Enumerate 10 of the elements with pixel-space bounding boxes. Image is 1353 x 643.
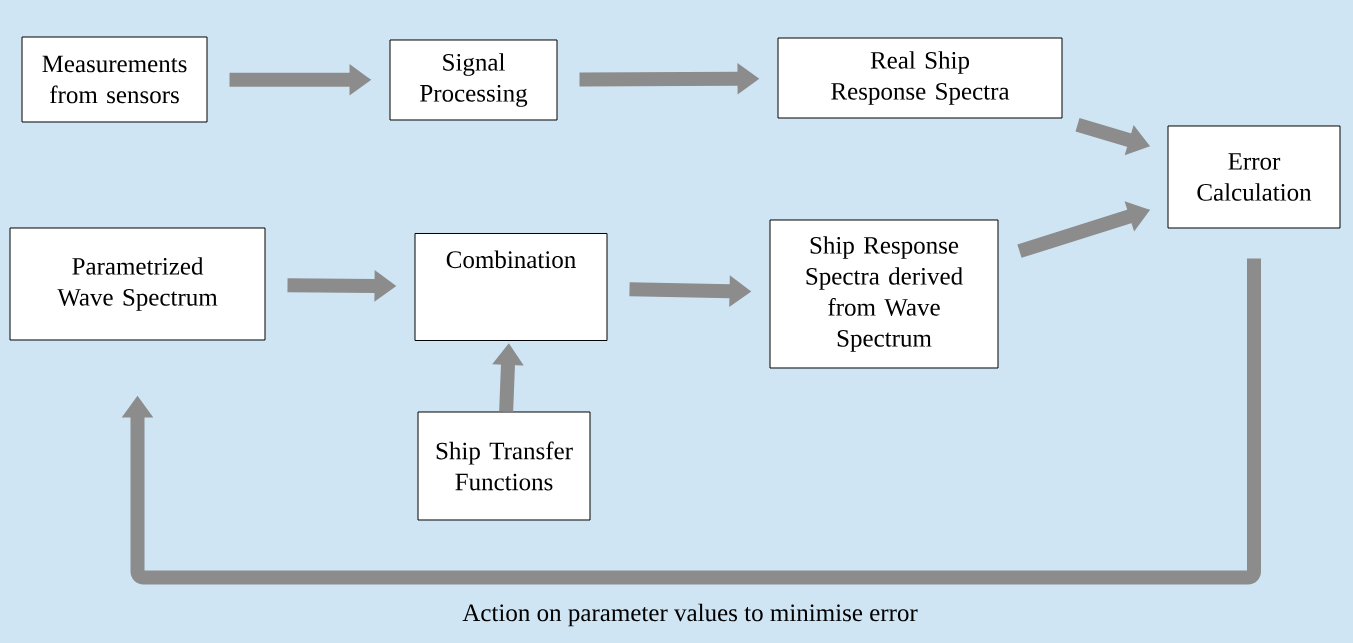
process-box: Combination — [414, 233, 608, 341]
process-box: Ship Response Spectra derived from Wave Spectrum — [769, 219, 999, 369]
process-box: Real Ship Response Spectra — [777, 37, 1063, 119]
process-box: Measurements from sensors — [21, 36, 208, 123]
block-arrow — [121, 258, 1261, 585]
process-box: Signal Processing — [389, 39, 558, 121]
process-box: Error Calculation — [1167, 125, 1341, 229]
process-box: Parametrized Wave Spectrum — [9, 227, 266, 341]
edge-label: Action on parameter values to minimise error — [460, 601, 920, 629]
process-box: Ship Transfer Functions — [417, 411, 591, 521]
